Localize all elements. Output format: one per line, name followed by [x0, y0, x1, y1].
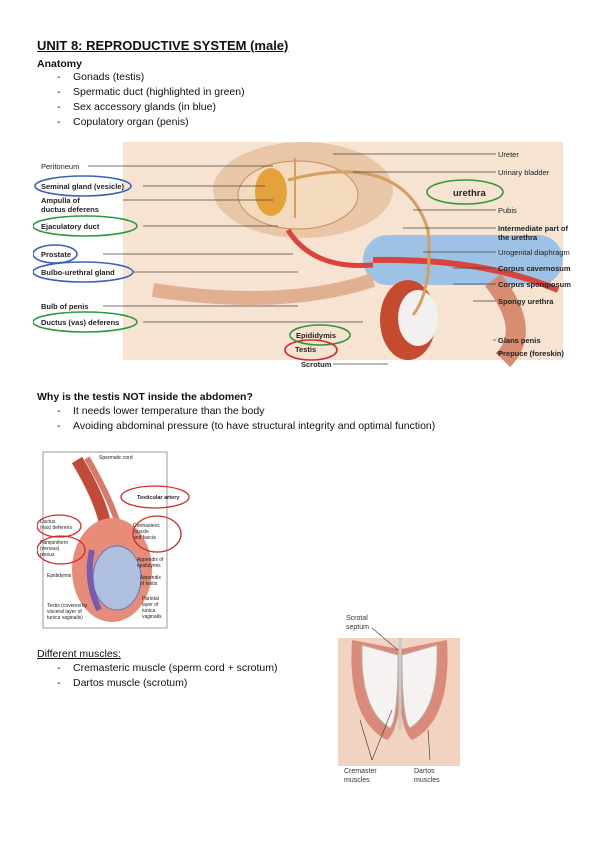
diagram-label: Pubis	[498, 206, 517, 215]
diagram-label: Appendix of	[137, 557, 164, 563]
blue-highlight-oval	[34, 175, 132, 197]
diagram-label: Epididymis	[47, 573, 72, 579]
page-title: UNIT 8: REPRODUCTIVE SYSTEM (male)	[37, 38, 289, 53]
why-heading: Why is the testis NOT inside the abdomen…	[37, 391, 253, 403]
list-item: Gonads (testis)	[37, 70, 487, 85]
diagram-label: ductus deferens	[41, 205, 99, 214]
red-highlight-oval	[284, 339, 338, 361]
scrotal-muscles-diagram: Scrotal septum Cremaster muscles Dartos …	[338, 615, 460, 784]
diagram-label: muscle	[133, 529, 149, 535]
list-item: It needs lower temperature than the body	[37, 404, 557, 419]
diagram-label: Testicular artery	[137, 495, 180, 501]
diagram-label: Appendix	[140, 575, 161, 581]
diagram-label: Spermatic cord	[99, 455, 133, 461]
anatomy-heading: Anatomy	[37, 58, 82, 70]
blue-highlight-oval	[33, 261, 134, 283]
list-item: Spermatic duct (highlighted in green)	[37, 85, 487, 100]
diagram-label: plexus	[40, 552, 55, 558]
diagram-label: Ductus (vas) deferens	[41, 318, 119, 327]
diagram-label: Urogenital diaphragm	[498, 248, 570, 257]
diagram-label: visceral layer of	[47, 609, 82, 615]
diagram-label: vaginalis	[142, 614, 162, 620]
diagram-label: (venous)	[40, 546, 60, 552]
diagram-label: Bulbo-urethral gland	[41, 268, 115, 277]
list-item: Copulatory organ (penis)	[37, 115, 487, 130]
red-highlight-oval	[37, 535, 86, 565]
diagram-label: Intermediate part of	[498, 224, 569, 233]
list-item: Cremasteric muscle (sperm cord + scrotum…	[37, 661, 327, 676]
diagram-label: Urinary bladder	[498, 168, 550, 177]
anatomy-list: Gonads (testis) Spermatic duct (highligh…	[37, 70, 487, 130]
diagram-label: Spongy urethra	[498, 297, 554, 306]
diagram-label: Peritoneum	[41, 162, 79, 171]
diagram-label: Pampiniform	[40, 540, 68, 546]
diagram-label: Glans penis	[498, 336, 541, 345]
diagram-label: layer of	[142, 602, 159, 608]
green-highlight-oval	[289, 324, 351, 346]
diagram-label: Seminal gland (vesicle)	[41, 182, 124, 191]
diagram-label: Corpus spongiosum	[498, 280, 571, 289]
diagram-label: epididymis	[137, 563, 161, 569]
red-highlight-oval	[132, 515, 182, 553]
diagram-label: tunica vaginalis)	[47, 615, 83, 621]
testis-diagram: Spermatic cord Testicular artery Ductus …	[37, 451, 190, 629]
diagram-label: muscles	[344, 777, 370, 784]
diagram-label: Prepuce (foreskin)	[498, 349, 564, 358]
diagram-label: Ureter	[498, 150, 519, 159]
diagram-label: Epididymis	[296, 331, 336, 340]
green-highlight-oval	[33, 215, 138, 237]
diagram-label: Bulb of penis	[41, 302, 89, 311]
diagram-label: Cremasteric	[133, 523, 160, 529]
diagram-label: of testis	[140, 581, 158, 587]
list-item: Dartos muscle (scrotum)	[37, 676, 327, 691]
list-item: Avoiding abdominal pressure (to have str…	[37, 419, 557, 434]
diagram-label: Corpus cavernosum	[498, 264, 571, 273]
diagram-label: muscles	[414, 777, 440, 784]
diagram-label: Scrotal	[346, 615, 368, 622]
red-highlight-oval	[120, 485, 190, 509]
diagram-label: the urethra	[498, 233, 538, 242]
male-reproductive-diagram: Peritoneum Seminal gland (vesicle) Ampul…	[33, 142, 571, 369]
diagram-label: Scrotum	[301, 360, 332, 369]
diagram-label: tunica	[142, 608, 156, 614]
red-highlight-oval	[37, 514, 82, 538]
diagram-label: Ampulla of	[41, 196, 80, 205]
diagram-label: Testis (covered by	[47, 603, 88, 609]
diagram-label: Prostate	[41, 250, 71, 259]
why-list: It needs lower temperature than the body…	[37, 404, 557, 434]
diagram-label: and fascia	[133, 535, 156, 541]
diagram-label: urethra	[453, 188, 486, 199]
diagram-label: Ejaculatory duct	[41, 222, 100, 231]
muscles-list: Cremasteric muscle (sperm cord + scrotum…	[37, 661, 327, 691]
green-highlight-oval	[426, 179, 504, 205]
diagram-label: (vas) deferens	[40, 525, 72, 531]
diagram-label: septum	[346, 624, 369, 631]
diagram-label: Cremaster	[344, 768, 377, 775]
list-item: Sex accessory glands (in blue)	[37, 100, 487, 115]
diagram-label: Dartos	[414, 768, 435, 775]
green-highlight-oval	[33, 311, 138, 333]
muscles-heading: Different muscles:	[37, 648, 121, 660]
diagram-label: Ductus	[40, 519, 56, 525]
diagram-label: Parietal	[142, 596, 159, 602]
diagram-label: Testis	[295, 345, 316, 354]
